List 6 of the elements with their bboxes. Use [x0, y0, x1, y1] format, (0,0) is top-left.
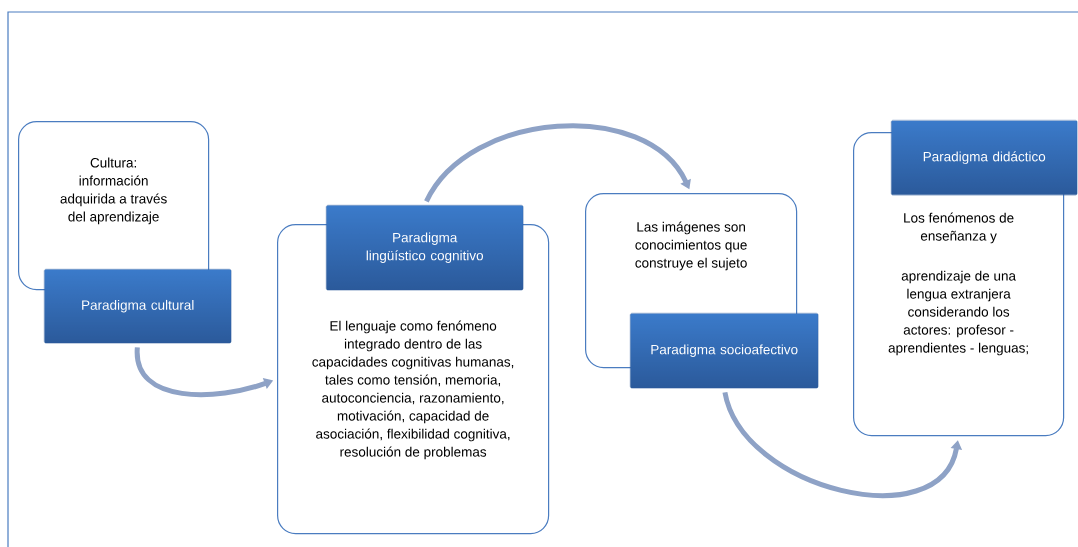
title-tab: Paradigma socioafectivo	[630, 313, 819, 389]
content-box: Cultura: información adquirida a través del aprendizaje	[18, 121, 210, 291]
title-tab: Paradigma didáctico	[891, 120, 1078, 196]
title-tab: Paradigma lingüístico cognitivo	[326, 205, 524, 291]
curved-arrow	[424, 123, 691, 203]
title-tab: Paradigma cultural	[44, 269, 232, 344]
